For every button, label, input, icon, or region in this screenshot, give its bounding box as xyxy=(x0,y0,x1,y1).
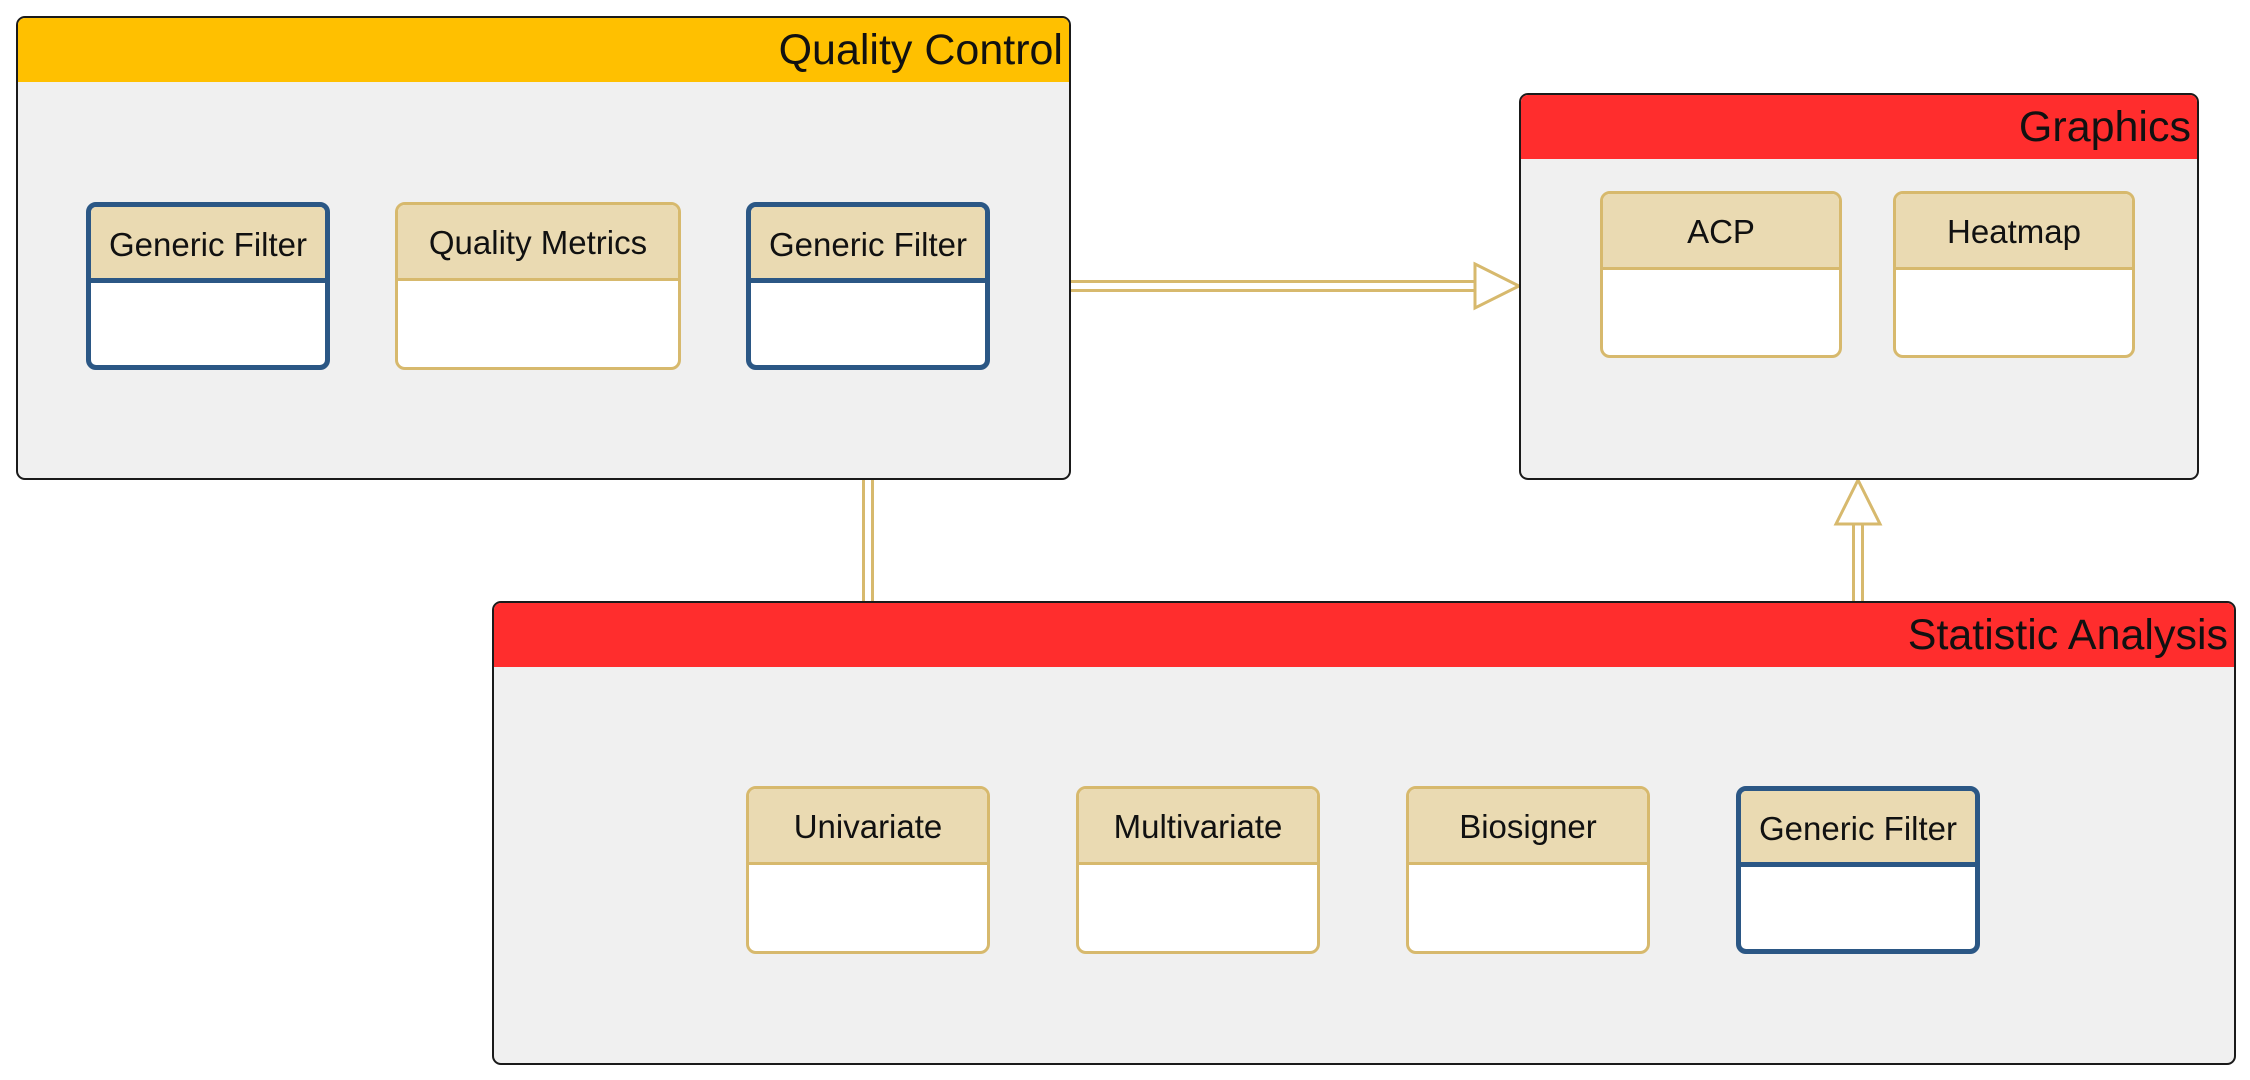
tool-node-title: Generic Filter xyxy=(1741,791,1975,867)
group-header-graphics: Graphics xyxy=(1521,95,2197,159)
group-header-quality-control: Quality Control xyxy=(18,18,1069,82)
tool-node-multivariate[interactable]: Multivariate xyxy=(1076,786,1320,954)
tool-node-body xyxy=(1409,865,1647,951)
group-header-statistic-analysis: Statistic Analysis xyxy=(494,603,2234,667)
tool-node-body xyxy=(749,865,987,951)
tool-node-biosigner[interactable]: Biosigner xyxy=(1406,786,1650,954)
tool-node-generic-filter[interactable]: Generic Filter xyxy=(1736,786,1980,954)
tool-node-body xyxy=(1896,270,2132,355)
tool-node-body xyxy=(1741,867,1975,949)
tool-node-body xyxy=(1079,865,1317,951)
tool-node-body xyxy=(1603,270,1839,355)
tool-node-generic-filter[interactable]: Generic Filter xyxy=(746,202,990,370)
tool-node-quality-metrics[interactable]: Quality Metrics xyxy=(395,202,681,370)
tool-node-title: ACP xyxy=(1603,194,1839,270)
tool-node-body xyxy=(751,283,985,365)
tool-node-title: Quality Metrics xyxy=(398,205,678,281)
tool-node-title: Heatmap xyxy=(1896,194,2132,270)
tool-node-title: Generic Filter xyxy=(91,207,325,283)
tool-node-title: Multivariate xyxy=(1079,789,1317,865)
tool-node-title: Univariate xyxy=(749,789,987,865)
tool-node-univariate[interactable]: Univariate xyxy=(746,786,990,954)
tool-node-body xyxy=(398,281,678,367)
arrowhead-to-graphics-up xyxy=(1833,476,1883,526)
tool-node-title: Biosigner xyxy=(1409,789,1647,865)
tool-node-title: Generic Filter xyxy=(751,207,985,283)
tool-node-generic-filter[interactable]: Generic Filter xyxy=(86,202,330,370)
tool-node-body xyxy=(91,283,325,365)
arrowhead-to-graphics-right xyxy=(1473,261,1523,311)
tool-node-acp[interactable]: ACP xyxy=(1600,191,1842,358)
tool-node-heatmap[interactable]: Heatmap xyxy=(1893,191,2135,358)
